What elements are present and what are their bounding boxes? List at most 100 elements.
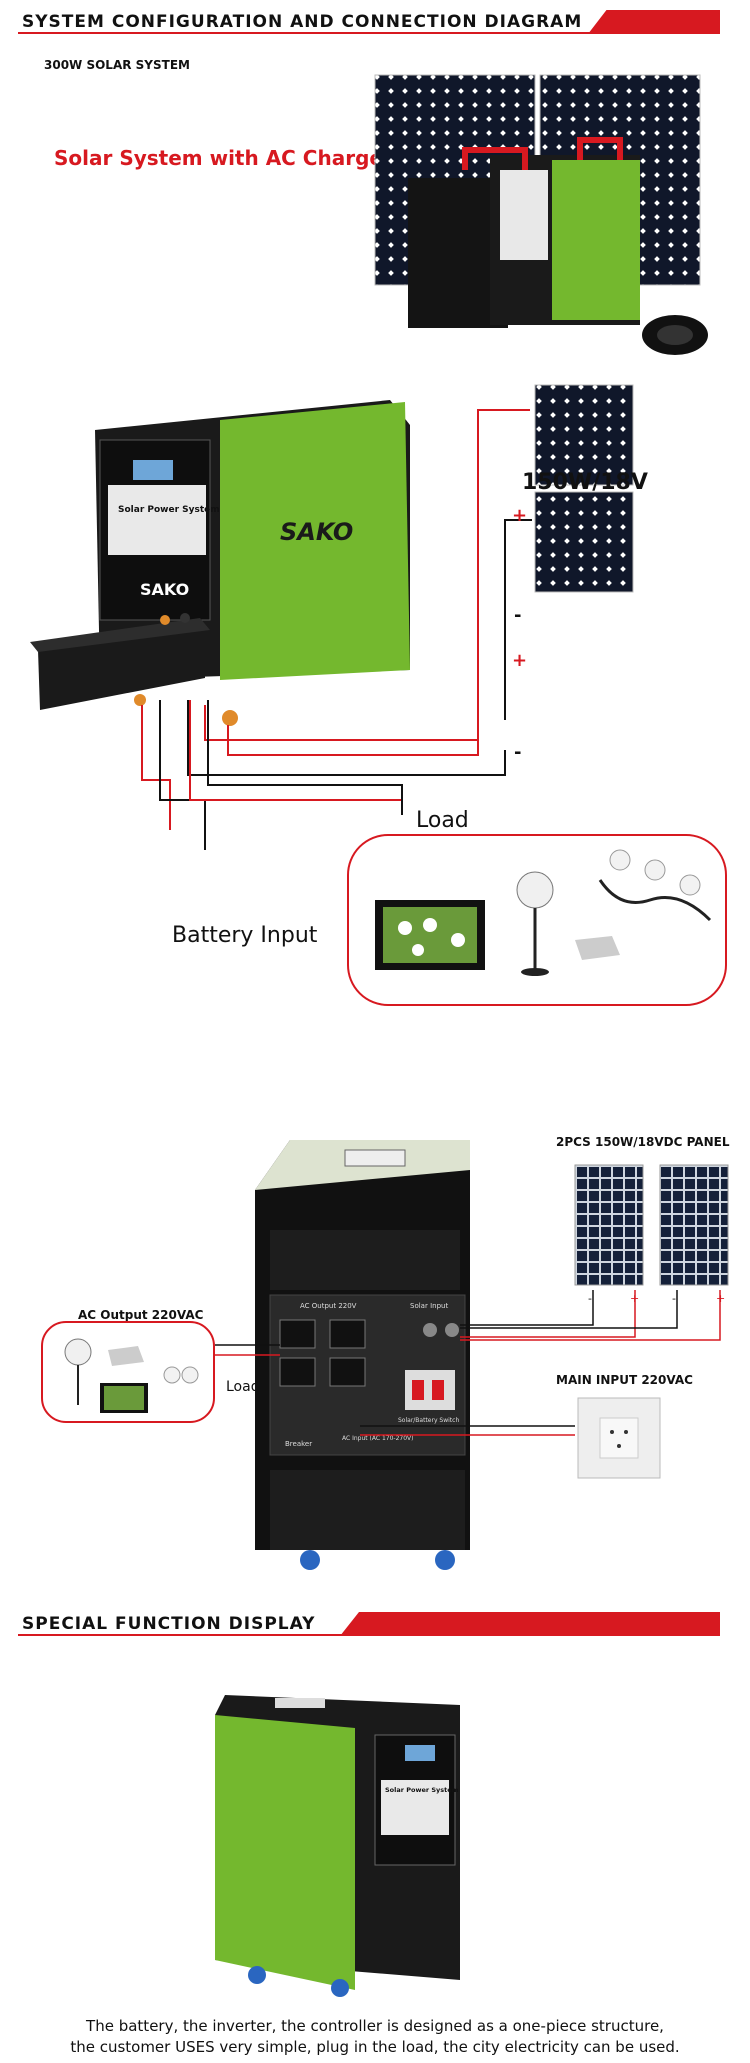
battery-terminal bbox=[134, 694, 146, 706]
switch-toggle-1 bbox=[412, 1380, 424, 1400]
battery-body bbox=[38, 628, 205, 710]
flower-1 bbox=[398, 921, 412, 935]
section-red-accent-2 bbox=[340, 1612, 720, 1636]
tagline-label: Solar System with AC Charger bbox=[54, 146, 393, 170]
battery-top bbox=[30, 618, 210, 652]
wire-panel1-positive bbox=[227, 409, 530, 756]
ac-socket-4 bbox=[329, 1357, 366, 1387]
load-box-outline bbox=[347, 834, 727, 1006]
final-lcd bbox=[405, 1745, 435, 1761]
ac-bulb-1 bbox=[163, 1366, 181, 1384]
diagram2-panel-2 bbox=[659, 1164, 729, 1286]
load-label: Load bbox=[416, 808, 469, 833]
load-bulb-cables bbox=[598, 879, 712, 922]
panel2-minus: - bbox=[514, 742, 522, 763]
inverter-vent-bottom bbox=[270, 1470, 465, 1550]
panel-rating-label: 150W/18V bbox=[522, 470, 648, 495]
main-unit-green-side bbox=[220, 402, 410, 680]
ac-socket-1 bbox=[279, 1319, 316, 1349]
ac-output-box bbox=[41, 1321, 215, 1423]
model-label: 300W SOLAR SYSTEM bbox=[44, 58, 190, 72]
solar-connector-2 bbox=[445, 1323, 459, 1337]
unit-front-label bbox=[500, 170, 548, 260]
inverter-wheel-right bbox=[435, 1550, 455, 1570]
wire-battery-red bbox=[141, 705, 171, 830]
final-panel-title: Solar Power System bbox=[385, 1786, 459, 1794]
final-unit-green-side bbox=[215, 1715, 355, 1990]
d2-wire-pos2 bbox=[460, 1290, 721, 1341]
wire-panel-negative bbox=[187, 700, 506, 776]
wire-battery-black bbox=[159, 700, 206, 850]
brand-text-front: SAKO bbox=[140, 580, 189, 599]
flower-3 bbox=[451, 933, 465, 947]
ac-tv-screen bbox=[104, 1386, 144, 1410]
socket-hole-3 bbox=[617, 1444, 621, 1448]
switch-toggle-2 bbox=[432, 1380, 444, 1400]
load-fan-base bbox=[521, 968, 549, 976]
battery-post-negative bbox=[180, 613, 190, 623]
panel1-minus-mark: - bbox=[588, 1292, 592, 1305]
panel-title-text: Solar Power System bbox=[118, 505, 220, 515]
section-title: SYSTEM CONFIGURATION AND CONNECTION DIAG… bbox=[22, 12, 583, 32]
section-rule bbox=[18, 32, 720, 34]
load-laptop bbox=[575, 936, 620, 960]
unit-front-green bbox=[552, 160, 640, 320]
load-tv-screen bbox=[383, 907, 477, 963]
caption-line-2: the customer USES very simple, plug in t… bbox=[70, 2038, 680, 2056]
d2-wire-pos bbox=[460, 1290, 636, 1338]
load-bulb-1 bbox=[609, 849, 631, 871]
socket-hole-2 bbox=[624, 1430, 628, 1434]
panel-breaker-text: Breaker bbox=[285, 1440, 312, 1448]
caption-line-1: The battery, the inverter, the controlle… bbox=[86, 2017, 664, 2035]
ac-fan-head bbox=[64, 1338, 92, 1366]
d2-wire-neg bbox=[460, 1290, 594, 1326]
product-photo-top bbox=[374, 74, 708, 355]
final-wheel-1 bbox=[248, 1966, 266, 1984]
wire-load-black bbox=[207, 700, 403, 815]
ac-bulb-2 bbox=[181, 1366, 199, 1384]
ac-laptop bbox=[108, 1346, 144, 1366]
battery-input-label: Battery Input bbox=[172, 923, 318, 948]
flower-2 bbox=[423, 918, 437, 932]
panels-label: 2PCS 150W/18VDC PANEL bbox=[556, 1135, 730, 1149]
wire-load-red bbox=[189, 700, 403, 815]
load-bulb-2 bbox=[644, 859, 666, 881]
inverter-wheel-left bbox=[300, 1550, 320, 1570]
final-wheel-2 bbox=[331, 1979, 349, 1997]
connection-diagram-1: Solar Power System SAKO SAKO bbox=[30, 384, 727, 1006]
connection-diagram-2: AC Output 220V Solar Input Breaker AC In… bbox=[41, 1140, 729, 1570]
main-input-label: MAIN INPUT 220VAC bbox=[556, 1373, 693, 1387]
inverter-handle bbox=[344, 1149, 406, 1167]
panel1-plus: + bbox=[512, 505, 528, 526]
ac-socket-3 bbox=[279, 1357, 316, 1387]
battery-terminal-red bbox=[222, 710, 238, 726]
load-bulb-3 bbox=[679, 874, 701, 896]
ac-socket-2 bbox=[329, 1319, 366, 1349]
socket-hole-1 bbox=[610, 1430, 614, 1434]
ac-output-label: AC Output 220VAC bbox=[78, 1308, 204, 1322]
wire-panel2-positive bbox=[204, 705, 478, 741]
wall-socket-face bbox=[599, 1417, 639, 1459]
panel2-minus-mark: - bbox=[672, 1292, 676, 1305]
solar-connector-1 bbox=[423, 1323, 437, 1337]
wire-panel1-negative bbox=[504, 519, 532, 720]
cable-coil-inner bbox=[657, 325, 693, 345]
panel2-plus: + bbox=[512, 650, 528, 671]
front-label-plate bbox=[108, 485, 206, 555]
load-fan-head bbox=[516, 871, 554, 909]
product-photo-bottom: Solar Power System bbox=[215, 1695, 460, 1997]
lcd-display bbox=[133, 460, 173, 480]
panel-ac-input-text: AC Input (AC 170-270V) bbox=[342, 1435, 414, 1442]
panel1-minus: - bbox=[514, 605, 522, 626]
section-red-accent bbox=[588, 10, 720, 34]
battery-post-positive bbox=[160, 615, 170, 625]
handle-right bbox=[577, 137, 623, 160]
panel-solar-input-text: Solar Input bbox=[410, 1302, 448, 1310]
handle-left bbox=[462, 147, 528, 170]
diagram-solar-panel-1 bbox=[534, 384, 634, 486]
section-title-2: SPECIAL FUNCTION DISPLAY bbox=[22, 1614, 316, 1634]
section-header-configuration: SYSTEM CONFIGURATION AND CONNECTION DIAG… bbox=[18, 10, 720, 34]
panel-switch-text: Solar/Battery Switch bbox=[398, 1417, 459, 1424]
panel-ac-output-text: AC Output 220V bbox=[300, 1302, 357, 1310]
d2-wire-neg2 bbox=[460, 1290, 678, 1329]
